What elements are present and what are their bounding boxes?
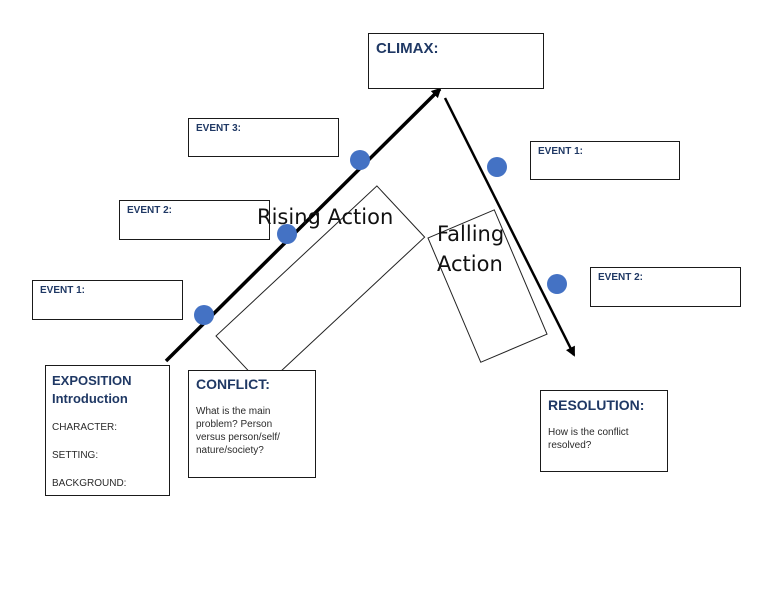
falling-action-label-line2: Action [437, 252, 503, 276]
resolution-title: RESOLUTION: [548, 397, 645, 413]
falling-action-box [427, 209, 548, 363]
falling-action-line [443, 97, 576, 357]
falling-event-2-label: EVENT 2: [598, 272, 644, 283]
conflict-text-line4: nature/society? [196, 445, 264, 456]
rising-event-3-box: EVENT 3: [188, 118, 339, 157]
exposition-title: EXPOSITION Introduction [52, 372, 163, 408]
rising-action-box [215, 185, 426, 388]
climax-title: CLIMAX: [376, 40, 439, 57]
falling-event-1-box: EVENT 1: [530, 141, 680, 180]
rising-event-2-label: EVENT 2: [127, 205, 173, 216]
exposition-box: EXPOSITION Introduction CHARACTER: SETTI… [45, 365, 170, 496]
conflict-text-line3: versus person/self/ [196, 432, 280, 443]
falling-event-marker-1 [487, 157, 507, 177]
resolution-text: How is the conflict resolved? [548, 426, 660, 452]
rising-event-3-label: EVENT 3: [196, 123, 242, 134]
conflict-text-line2: problem? Person [196, 419, 273, 430]
falling-event-1-label: EVENT 1: [538, 146, 584, 157]
rising-action-label: Rising Action [257, 205, 394, 229]
exposition-setting-field: SETTING: [52, 450, 99, 461]
falling-event-marker-2 [547, 274, 567, 294]
exposition-title-line2: Introduction [52, 391, 128, 406]
exposition-title-line1: EXPOSITION [52, 373, 132, 388]
conflict-title: CONFLICT: [196, 376, 270, 392]
conflict-text: What is the main problem? Person versus … [196, 405, 308, 457]
rising-event-1-box: EVENT 1: [32, 280, 183, 320]
falling-event-2-box: EVENT 2: [590, 267, 741, 307]
conflict-box: CONFLICT: What is the main problem? Pers… [188, 370, 316, 478]
resolution-box: RESOLUTION: How is the conflict resolved… [540, 390, 668, 472]
rising-event-marker-3 [350, 150, 370, 170]
falling-action-label-line1: Falling [437, 222, 505, 246]
rising-event-marker-2 [277, 224, 297, 244]
resolution-text-line2: resolved? [548, 440, 592, 451]
rising-event-1-label: EVENT 1: [40, 285, 86, 296]
exposition-background-field: BACKGROUND: [52, 478, 127, 489]
rising-event-marker-1 [194, 305, 214, 325]
falling-action-label: Falling Action [437, 219, 504, 279]
rising-event-2-box: EVENT 2: [119, 200, 270, 240]
exposition-character-field: CHARACTER: [52, 422, 118, 433]
conflict-text-line1: What is the main [196, 406, 271, 417]
resolution-text-line1: How is the conflict [548, 427, 629, 438]
climax-box: CLIMAX: [368, 33, 544, 89]
